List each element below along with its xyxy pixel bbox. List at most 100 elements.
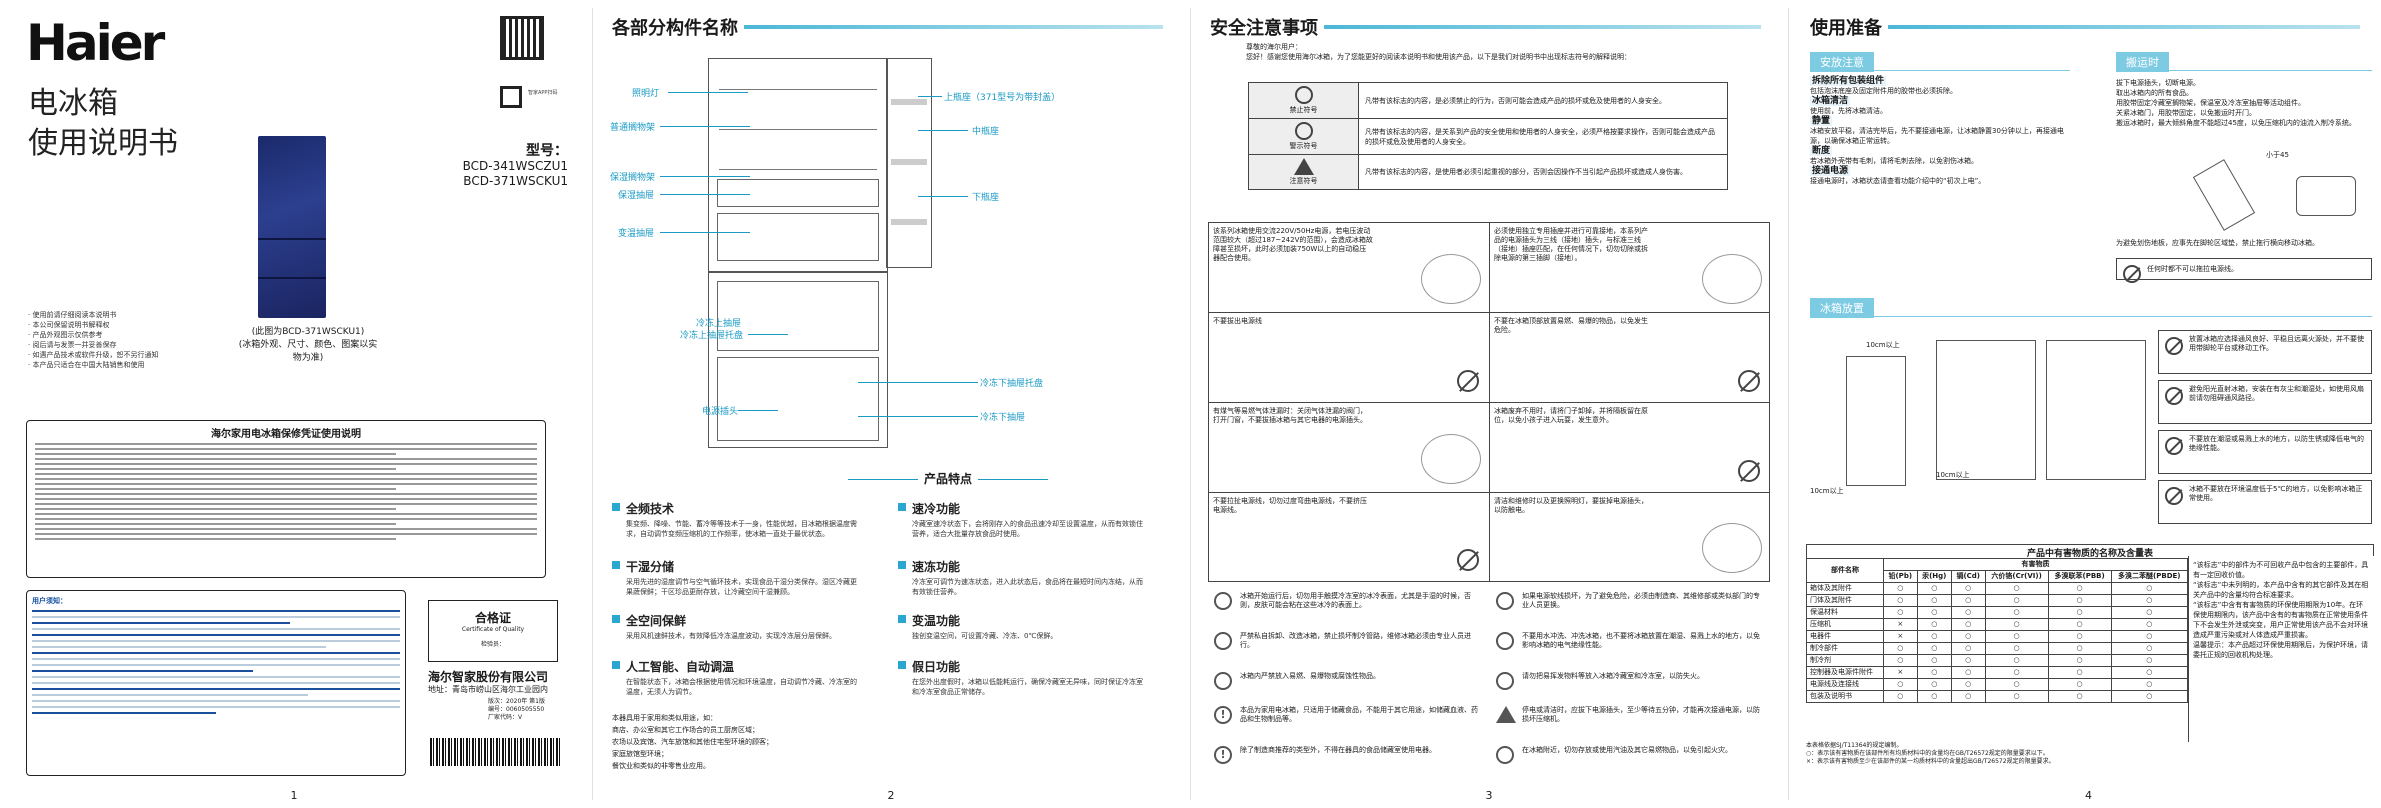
rule-text: 停电或清洁时，应拔下电源插头，至少等待五分钟，才能再次接通电源，以防损坏压缩机。 <box>1522 706 1760 723</box>
table-row: 包装及说明书○○○○○○ <box>1806 690 2189 703</box>
hazard-value-cell: ○ <box>2047 678 2112 691</box>
hazard-value-cell: ○ <box>1916 666 1952 679</box>
app-logo-icon <box>500 86 522 108</box>
prohibit-icon <box>1738 370 1760 392</box>
note-item: · 本产品只适合在中国大陆销售和使用 <box>28 361 145 369</box>
subsection-tab: 安放注意 <box>1810 52 1874 72</box>
prep-item-desc: 若冰箱外壳带有毛刺，请将毛刺去除，以免割伤冰箱。 <box>1810 157 1978 165</box>
prohibit-icon <box>1496 632 1514 650</box>
prohibit-icon <box>2165 387 2183 405</box>
safety-cell-text: 必须使用独立专用插座并进行可靠接地，本系列产品的电源插头为三线（接地）插头，与标… <box>1494 227 1648 262</box>
door-open-illustration <box>2046 340 2146 480</box>
part-name-cell: 电源线及连接线 <box>1806 678 1884 691</box>
hazard-value-cell: ○ <box>1916 690 1952 703</box>
placement-list: 拆除所有包装组件包括泡沫底座及固定附件用的胶带也必须拆除。 冰箱清洁使用前，先将… <box>1810 76 2070 186</box>
hazard-value-cell: ○ <box>2110 690 2189 703</box>
hazard-value-cell: ○ <box>1984 666 2049 679</box>
qr-code-icon[interactable] <box>500 16 544 60</box>
hazard-value-cell: ○ <box>1984 690 2049 703</box>
part-label: 普通搁物架 <box>610 123 656 133</box>
gas-leak-icon <box>1421 434 1481 484</box>
hazard-value-cell: ○ <box>1882 582 1918 595</box>
usage-item: 家庭旅馆型环境； <box>612 750 668 758</box>
hazard-value-cell: ○ <box>1950 642 1986 655</box>
hazard-value-cell: ○ <box>2047 606 2112 619</box>
hazard-value-cell: ○ <box>1882 690 1918 703</box>
print-info: 版次：2020年 第1版 编号：0060505550 厂家代码：V <box>488 698 545 722</box>
safety-rule: 冰箱内严禁放入易燃、易爆物或腐蚀性物品。 <box>1214 672 1484 690</box>
hazard-value-cell: ○ <box>1984 618 2049 631</box>
prep-item-head: 断度 <box>1810 146 1833 156</box>
rule-text: 严禁私自拆卸、改造冰箱，禁止损坏制冷管路，维修冰箱必须由专业人员进行。 <box>1240 632 1471 649</box>
table-row: 箱体及其附件○○○○○○ <box>1806 582 2189 595</box>
cert-title: 合格证 <box>474 611 511 625</box>
hazard-value-cell: ○ <box>1950 690 1986 703</box>
rule-text: 请勿把易挥发物料等放入冰箱冷藏室和冷冻室，以防失火。 <box>1522 672 1704 680</box>
hazard-value-cell: ○ <box>2110 606 2189 619</box>
feature-desc: 采用风机速鲜技术，有效降低冷冻温度波动，实现冷冻层分层保鲜。 <box>626 632 836 640</box>
hazard-footnote: ×：表示该有害物质至少在该部件的某一均质材料中的含量超出GB/T26572规定的… <box>1806 758 2055 765</box>
placement-note: 放置冰箱应选择通风良好、平稳且远离火源处，并不要使用带脚轮平台或移动工作。 <box>2158 330 2372 374</box>
cover-page: Haier 电冰箱 使用说明书 智家APP扫码 型号： BCD-341WSCZU… <box>0 0 588 808</box>
prep-item-head: 静置 <box>1810 116 1833 126</box>
note-item: · 产品外观图示仅供参考 <box>28 331 103 339</box>
cover-notes: · 使用前请仔细阅读本说明书 · 本公司保留说明书解释权 · 产品外观图示仅供参… <box>28 310 158 370</box>
safety-rule: 请勿把易挥发物料等放入冰箱冷藏室和冷冻室，以防失火。 <box>1496 672 1766 690</box>
hazard-value-cell: ○ <box>1916 594 1952 607</box>
note-item: · 如遇产品技术或软件升级，恕不另行通知 <box>28 351 159 359</box>
table-row: 保温材料○○○○○○ <box>1806 606 2189 619</box>
prohibit-icon <box>2165 337 2183 355</box>
hazard-value-cell: ○ <box>2047 690 2112 703</box>
feature-desc: 冷藏室速冷状态下，会将刚存入的食品迅速冷却至设置温度，从而有效锁住营养，适合大批… <box>912 520 1143 538</box>
subsection-tab: 冰箱放置 <box>1810 298 1874 318</box>
prohibit-icon <box>1457 549 1479 571</box>
model-number-2: BCD-371WSCKU1 <box>463 174 568 188</box>
prohibit-icon <box>2123 265 2141 283</box>
hazard-value-cell: ○ <box>2110 582 2189 595</box>
hazard-value-cell: ○ <box>2110 594 2189 607</box>
part-label: 冷冻下抽屉 <box>980 413 1026 423</box>
exclamation-icon: ! <box>1214 706 1232 724</box>
safety-rule: !除了制造商推荐的类型外，不得在器具的食品储藏室使用电器。 <box>1214 746 1484 764</box>
feature-item: 人工智能、自动调温 在智能状态下，冰箱会根据使用情况和环境温度，自动调节冷藏、冷… <box>612 658 862 697</box>
prohibit-icon <box>1214 672 1232 690</box>
clearance-label: 10cm以上 <box>1866 341 1900 349</box>
safety-rule: 严禁私自拆卸、改造冰箱，禁止损坏制冷管路，维修冰箱必须由专业人员进行。 <box>1214 632 1484 650</box>
part-label: 电源插头 <box>702 407 739 417</box>
hazard-substance-table: 部件名称 有害物质 铅(Pb) 汞(Hg) 镉(Cd) 六价铬(Cr(VI)) … <box>1806 558 2189 703</box>
table-row: 压缩机×○○○○○ <box>1806 618 2189 631</box>
safety-cell-text: 不要在冰箱顶部放置易燃、易爆的物品，以免发生危险。 <box>1494 317 1648 334</box>
table-header: 镉(Cd) <box>1950 570 1986 583</box>
hazard-value-cell: ○ <box>2110 654 2189 667</box>
angle-label: 小于45 <box>2266 151 2289 159</box>
safety-rule: 如果电源软线损坏，为了避免危险，必须由制造商、其维修部或类似部门的专业人员更换。 <box>1496 592 1766 610</box>
table-row: 电源线及连接线○○○○○○ <box>1806 678 2189 691</box>
safety-cell: 必须使用独立专用插座并进行可靠接地，本系列产品的电源插头为三线（接地）插头，与标… <box>1490 223 1770 313</box>
rule-text: 本品为家用电冰箱，只适用于储藏食品，不能用于其它用途，如储藏血液、药品和生物制品… <box>1240 706 1478 723</box>
parts-page: 各部分构件名称 照明灯 普通搁物架 保湿搁物架 保湿抽屉 变温抽屉 冷冻上抽屉托… <box>598 0 1184 808</box>
feature-desc: 在智能状态下，冰箱会根据使用情况和环境温度，自动调节冷藏、冷冻室的温度，无须人为… <box>626 678 857 696</box>
cert-subtitle: Certificate of Quality <box>461 626 525 633</box>
hazard-value-cell: ○ <box>2047 618 2112 631</box>
prep-item-desc: 使用前，先将冰箱清洁。 <box>1810 107 1887 115</box>
hazard-value-cell: ○ <box>1916 606 1952 619</box>
symbol-desc: 凡带有该标志的内容，是必须禁止的行为，否则可能会造成产品的损坏或危及使用者的人身… <box>1358 82 1728 119</box>
table-header: 六价铬(Cr(VI)) <box>1984 570 2049 583</box>
prohibit-icon <box>1294 86 1313 104</box>
hazard-value-cell: ○ <box>1882 654 1918 667</box>
rule-text: 冰箱开始运行后，切勿用手触摸冷冻室的冰冷表面，尤其是手湿的时候，否则，皮肤可能会… <box>1240 592 1471 609</box>
hazard-value-cell: ○ <box>1950 666 1986 679</box>
safety-rule: ! 本品为家用电冰箱，只适用于储藏食品，不能用于其它用途，如储藏血液、药品和生物制… <box>1214 706 1484 724</box>
hazard-value-cell: ○ <box>1916 678 1952 691</box>
greeting: 尊敬的海尔用户： <box>1246 43 1302 51</box>
safety-cell: 不要在冰箱顶部放置易燃、易爆的物品，以免发生危险。 <box>1490 313 1770 403</box>
safety-cell-text: 不要拔出电源线 <box>1213 317 1262 325</box>
prep-item-desc: 包括泡沫底座及固定附件用的胶带也必须拆除。 <box>1810 87 1957 95</box>
safety-cell-text: 该系列冰箱使用交流220V/50Hz电源，若电压波动范围较大（超过187~242… <box>1213 227 1373 262</box>
usage-scope: 本器具用于家用和类似用途，如： 商店、办公室和其它工作场合的员工厨房区域； 农场… <box>612 712 773 772</box>
feature-desc: 独创变温空间，可设置冷藏、冷冻、0℃保鲜。 <box>912 632 1058 640</box>
move-note: 搬运冰箱时，最大倾斜角度不能超过45度，以免压缩机内的油流入制冷系统。 <box>2116 119 2356 127</box>
rule-text: 除了制造商推荐的类型外，不得在器具的食品储藏室使用电器。 <box>1240 746 1436 754</box>
page-number: 1 <box>290 789 298 802</box>
